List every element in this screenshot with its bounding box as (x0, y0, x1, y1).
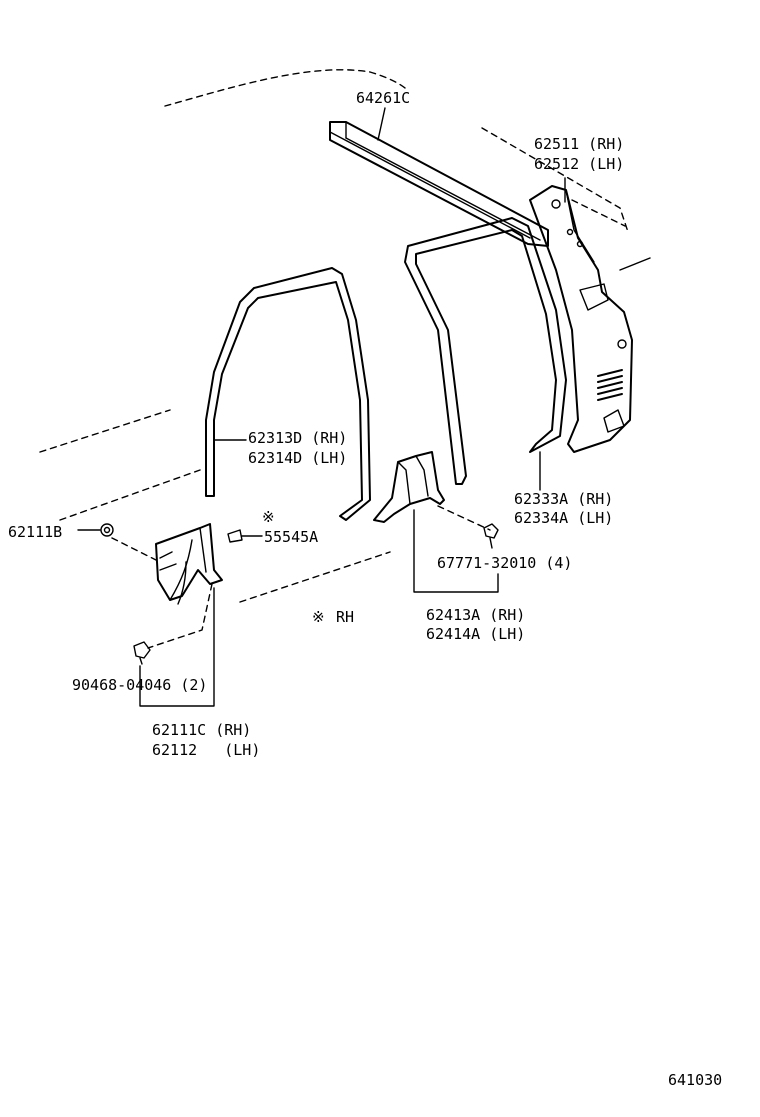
label-clip-front: 62111B (8, 523, 63, 541)
label-rear-weatherstrip-lh: 62334A (LH) (514, 509, 614, 527)
dash-cowl-clip (147, 583, 213, 649)
label-rear-panel-lh: 62512 (LH) (534, 155, 625, 173)
figure-number: 641030 (668, 1071, 723, 1089)
roof-outline (164, 69, 406, 107)
body-side-lower (239, 551, 391, 603)
label-cowl-rh: 62111C (RH) (152, 721, 252, 739)
clip-67771-part (483, 523, 499, 549)
dash-62111b (111, 537, 157, 561)
rear-quarter-panel-part (529, 185, 633, 453)
front-weatherstrip-part (205, 267, 371, 521)
label-clip-lower: 90468-04046 (2) (72, 676, 208, 694)
cowl-side-trim-part (155, 523, 223, 605)
label-rh-only-mark: ※ (262, 508, 275, 526)
label-rear-panel-rh: 62511 (RH) (534, 135, 625, 153)
rear-window-outline (481, 127, 629, 233)
dash-rear-quarter (571, 199, 626, 227)
leader-roof-rail (377, 107, 386, 141)
label-scuff-lh: 62414A (LH) (426, 625, 526, 643)
label-front-weatherstrip-rh: 62313D (RH) (248, 429, 348, 447)
label-front-weatherstrip-lh: 62314D (LH) (248, 449, 348, 467)
label-legend-mark: ※ (312, 608, 325, 626)
leader-scuff (413, 509, 499, 593)
roof-rail-part (329, 121, 549, 247)
body-side-mid (59, 469, 201, 521)
label-scuff-rh: 62413A (RH) (426, 606, 526, 624)
label-clip-center: 67771-32010 (4) (437, 554, 573, 572)
label-cowl-lh: 62112 (LH) (152, 741, 261, 759)
rear-weatherstrip-part (404, 217, 567, 485)
quarter-outline (619, 257, 651, 271)
label-retainer: 55545A (264, 528, 319, 546)
label-roof-rail: 64261C (356, 89, 411, 107)
leader-cowl (139, 587, 215, 707)
clip-62111b-part (100, 523, 114, 537)
body-side-upper (39, 409, 171, 453)
clip-90468-part (133, 641, 151, 665)
dash-scuff-clip (437, 505, 491, 531)
retainer-55545a-part (227, 529, 243, 543)
label-rear-weatherstrip-rh: 62333A (RH) (514, 490, 614, 508)
scuff-plate-part (373, 451, 445, 523)
label-legend-text: RH (336, 608, 355, 626)
